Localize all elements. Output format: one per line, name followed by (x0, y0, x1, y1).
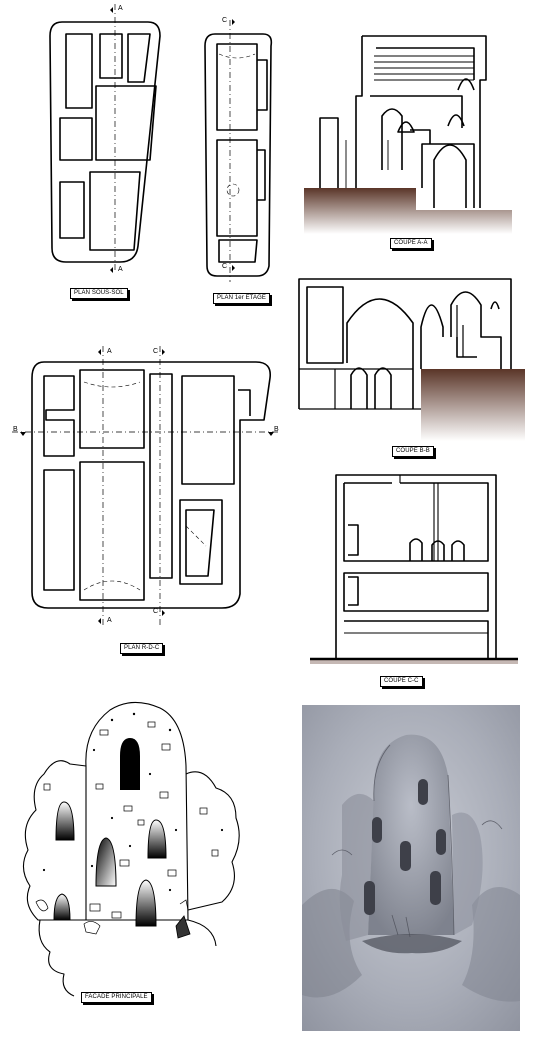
rdc-section-mark-b-left: B (13, 426, 18, 433)
section-mark-a-bottom: A (118, 266, 123, 273)
plan-sous-sol: A A PLAN SOUS-SOL (0, 0, 200, 310)
label-coupe-bb: COUPE B-B (392, 446, 434, 457)
rdc-section-mark-b-right: B (274, 426, 279, 433)
label-coupe-aa: COUPE A-A (390, 238, 432, 249)
coupe-cc: COUPE C-C (300, 465, 535, 690)
watercolor-sketch (302, 705, 520, 1031)
plan-sous-sol-drawing (49, 4, 161, 273)
label-coupe-cc: COUPE C-C (380, 676, 423, 687)
rdc-section-mark-a-bottom: A (107, 617, 112, 624)
plan-1er-etage: C C PLAN 1er ETAGE (195, 0, 280, 310)
plan-rdc: A A C C B B PLAN R-D-C (0, 340, 290, 660)
rdc-section-mark-c-bottom: C (153, 608, 159, 615)
label-plan-sous-sol: PLAN SOUS-SOL (70, 288, 128, 299)
coupe-aa-drawing (304, 35, 512, 234)
label-plan-rdc: PLAN R-D-C (120, 643, 164, 654)
facade-principale: FACADE PRINCIPALE (0, 690, 250, 1063)
facade-drawing (22, 701, 240, 997)
coupe-bb: COUPE B-B (285, 265, 535, 465)
coupe-cc-drawing (310, 474, 518, 664)
label-plan-1er-etage: PLAN 1er ETAGE (213, 293, 270, 304)
section-mark-c-top: C (222, 17, 228, 24)
rdc-section-mark-c-top: C (153, 348, 159, 355)
rdc-section-mark-a-top: A (107, 348, 112, 355)
plan-1er-etage-drawing (204, 19, 273, 282)
coupe-aa: COUPE A-A (290, 20, 530, 260)
coupe-bb-drawing (298, 278, 525, 441)
watercolor-sketch-image (302, 705, 520, 1031)
section-mark-a-top: A (118, 5, 123, 12)
section-mark-c-bottom: C (222, 263, 228, 270)
plan-rdc-drawing (12, 346, 278, 626)
label-facade-principale: FACADE PRINCIPALE (81, 992, 152, 1003)
